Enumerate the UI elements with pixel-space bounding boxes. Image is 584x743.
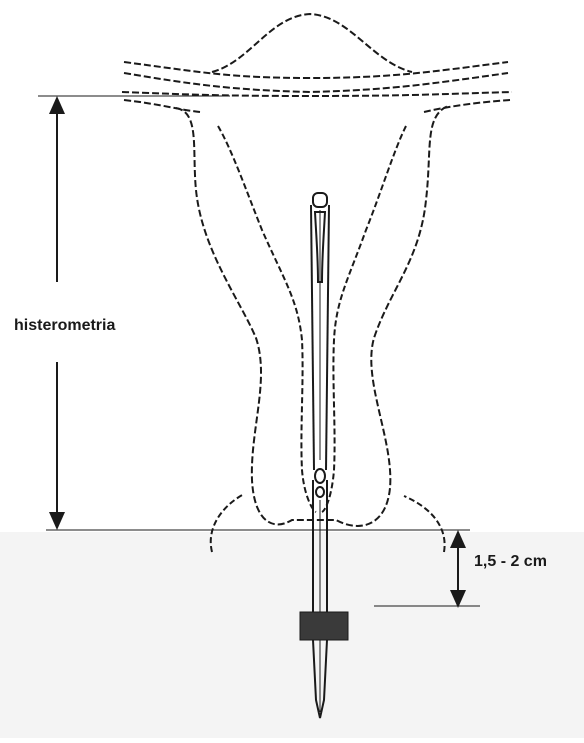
uterine-fundus <box>212 14 412 72</box>
uterine-cavity-outline <box>322 126 406 512</box>
broad-ligament-bands <box>122 62 512 112</box>
depth-stopper <box>300 612 348 640</box>
uterine-depth-label: histerometria <box>14 317 115 335</box>
uterine-cavity-outline <box>218 126 316 512</box>
insertion-depth-label: 1,5 - 2 cm <box>474 553 547 571</box>
